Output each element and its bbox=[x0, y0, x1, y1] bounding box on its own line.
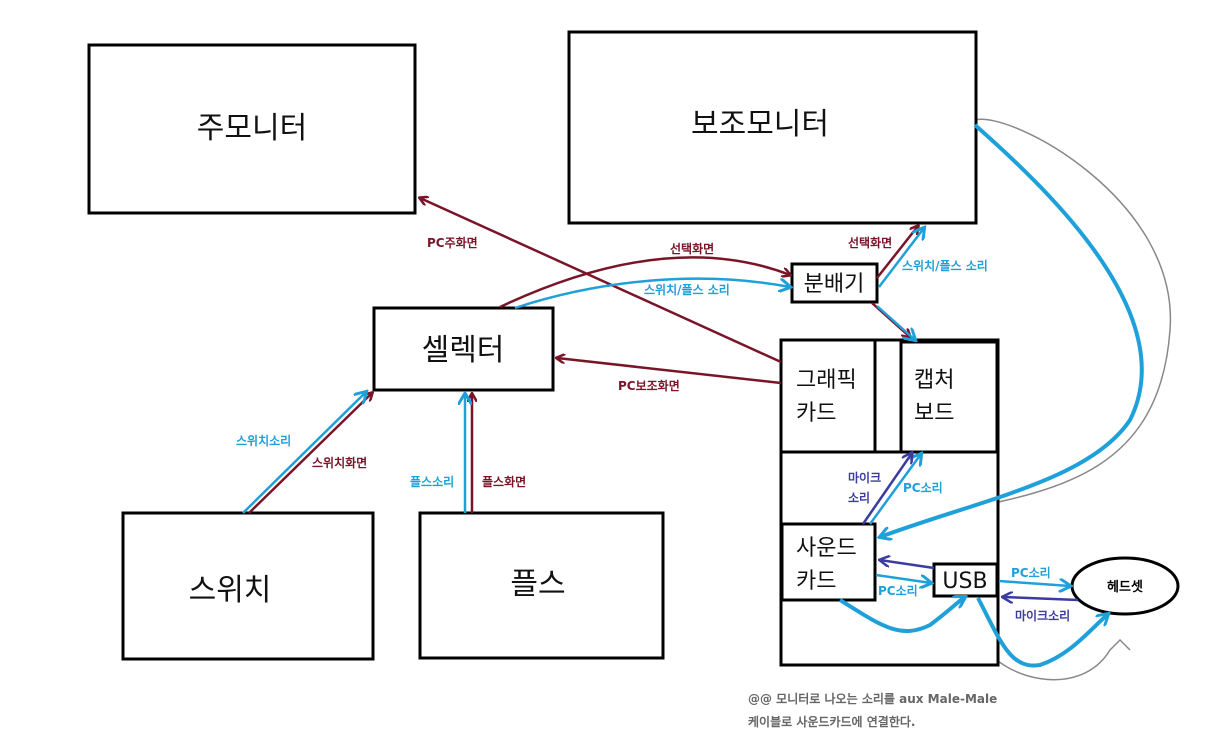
note-line-1: @@ 모니터로 나오는 소리를 aux Male-Male bbox=[748, 691, 997, 706]
pc-sound-to-capture-arrow bbox=[868, 454, 921, 525]
pc-sub-screen-arrow bbox=[557, 358, 782, 385]
ps: 플스 bbox=[418, 511, 665, 660]
switch-ps-sound-label-1: 스위치/플스 소리 bbox=[644, 282, 730, 297]
splitter-label: 분배기 bbox=[804, 272, 865, 297]
select-screen-arrow-1 bbox=[499, 256, 790, 309]
capture-board-label-1: 캡처 bbox=[914, 368, 954, 393]
pc-sound-to-headset-arrow bbox=[998, 581, 1070, 586]
usb-to-sound-card-mic-arrow bbox=[880, 560, 935, 570]
main-monitor: 주모니터 bbox=[87, 43, 417, 215]
switch-label: 스위치 bbox=[189, 573, 272, 608]
graphics-card: 그래픽 카드 bbox=[779, 338, 877, 454]
usb-label: USB bbox=[942, 569, 987, 594]
graphics-card-label-1: 그래픽 bbox=[796, 368, 857, 393]
switch-sound-arrow bbox=[242, 392, 366, 514]
pc-main-screen-arrow bbox=[420, 198, 782, 364]
usb: USB bbox=[932, 562, 999, 598]
pc-sound-label-3: PC소리 bbox=[1011, 565, 1051, 580]
sound-card: 사운드 카드 bbox=[780, 522, 877, 602]
switch-ps-sound-label-2: 스위치/플스 소리 bbox=[902, 258, 988, 273]
switch-sound-label: 스위치소리 bbox=[236, 433, 291, 448]
sub-monitor: 보조모니터 bbox=[567, 30, 978, 225]
splitter-to-capture-audio bbox=[876, 305, 915, 340]
sound-card-label-1: 사운드 bbox=[796, 536, 857, 561]
switch-screen-arrow bbox=[248, 393, 372, 514]
headset-to-usb-mic-arrow bbox=[1003, 597, 1079, 600]
pc-sub-screen-label: PC보조화면 bbox=[618, 378, 680, 393]
switch-ps-sound-arrow-1 bbox=[514, 277, 790, 310]
ps-label: 플스 bbox=[510, 567, 565, 602]
switch-ps-sound-arrow-2 bbox=[878, 228, 924, 288]
selector: 셀렉터 bbox=[372, 306, 555, 392]
pc-sound-label-2: PC소리 bbox=[878, 583, 918, 598]
main-monitor-label: 주모니터 bbox=[197, 111, 307, 146]
capture-board-label-2: 보드 bbox=[914, 401, 954, 426]
mic-sound-to-capture-arrow bbox=[861, 453, 912, 525]
mic-sound-label-1b: 소리 bbox=[848, 490, 870, 505]
ps-screen-label: 플스화면 bbox=[482, 474, 526, 489]
pc-main-screen-label: PC주화면 bbox=[427, 235, 478, 250]
headset: 헤드셋 bbox=[1070, 556, 1180, 616]
note-line-2: 케이블로 사운드카드에 연결한다. bbox=[748, 714, 915, 729]
switch-screen-label: 스위치화면 bbox=[312, 455, 367, 470]
sound-card-to-usb-arrow bbox=[838, 597, 965, 633]
capture-board: 캡처 보드 bbox=[899, 340, 999, 454]
splitter: 분배기 bbox=[790, 262, 879, 304]
sound-card-label-2: 카드 bbox=[796, 569, 836, 594]
mic-sound-label-1a: 마이크 bbox=[848, 470, 881, 485]
select-screen-label-2: 선택화면 bbox=[848, 235, 892, 250]
select-screen-label-1: 선택화면 bbox=[670, 241, 714, 256]
pc-sound-label-1: PC소리 bbox=[903, 480, 943, 495]
usb-to-headset-arrow bbox=[976, 597, 1108, 668]
selector-label: 셀렉터 bbox=[422, 333, 505, 368]
ps-sound-label: 플스소리 bbox=[410, 474, 454, 489]
headset-label: 헤드셋 bbox=[1107, 579, 1143, 595]
graphics-card-label-2: 카드 bbox=[796, 401, 836, 426]
sub-monitor-label: 보조모니터 bbox=[691, 107, 829, 142]
select-screen-arrow-2 bbox=[876, 226, 918, 279]
switch: 스위치 bbox=[121, 511, 375, 661]
mic-sound-label-2: 마이크소리 bbox=[1015, 608, 1070, 623]
pc-sound-to-usb-arrow bbox=[875, 573, 931, 583]
monitor-sound-aux-arrow bbox=[880, 123, 1144, 537]
